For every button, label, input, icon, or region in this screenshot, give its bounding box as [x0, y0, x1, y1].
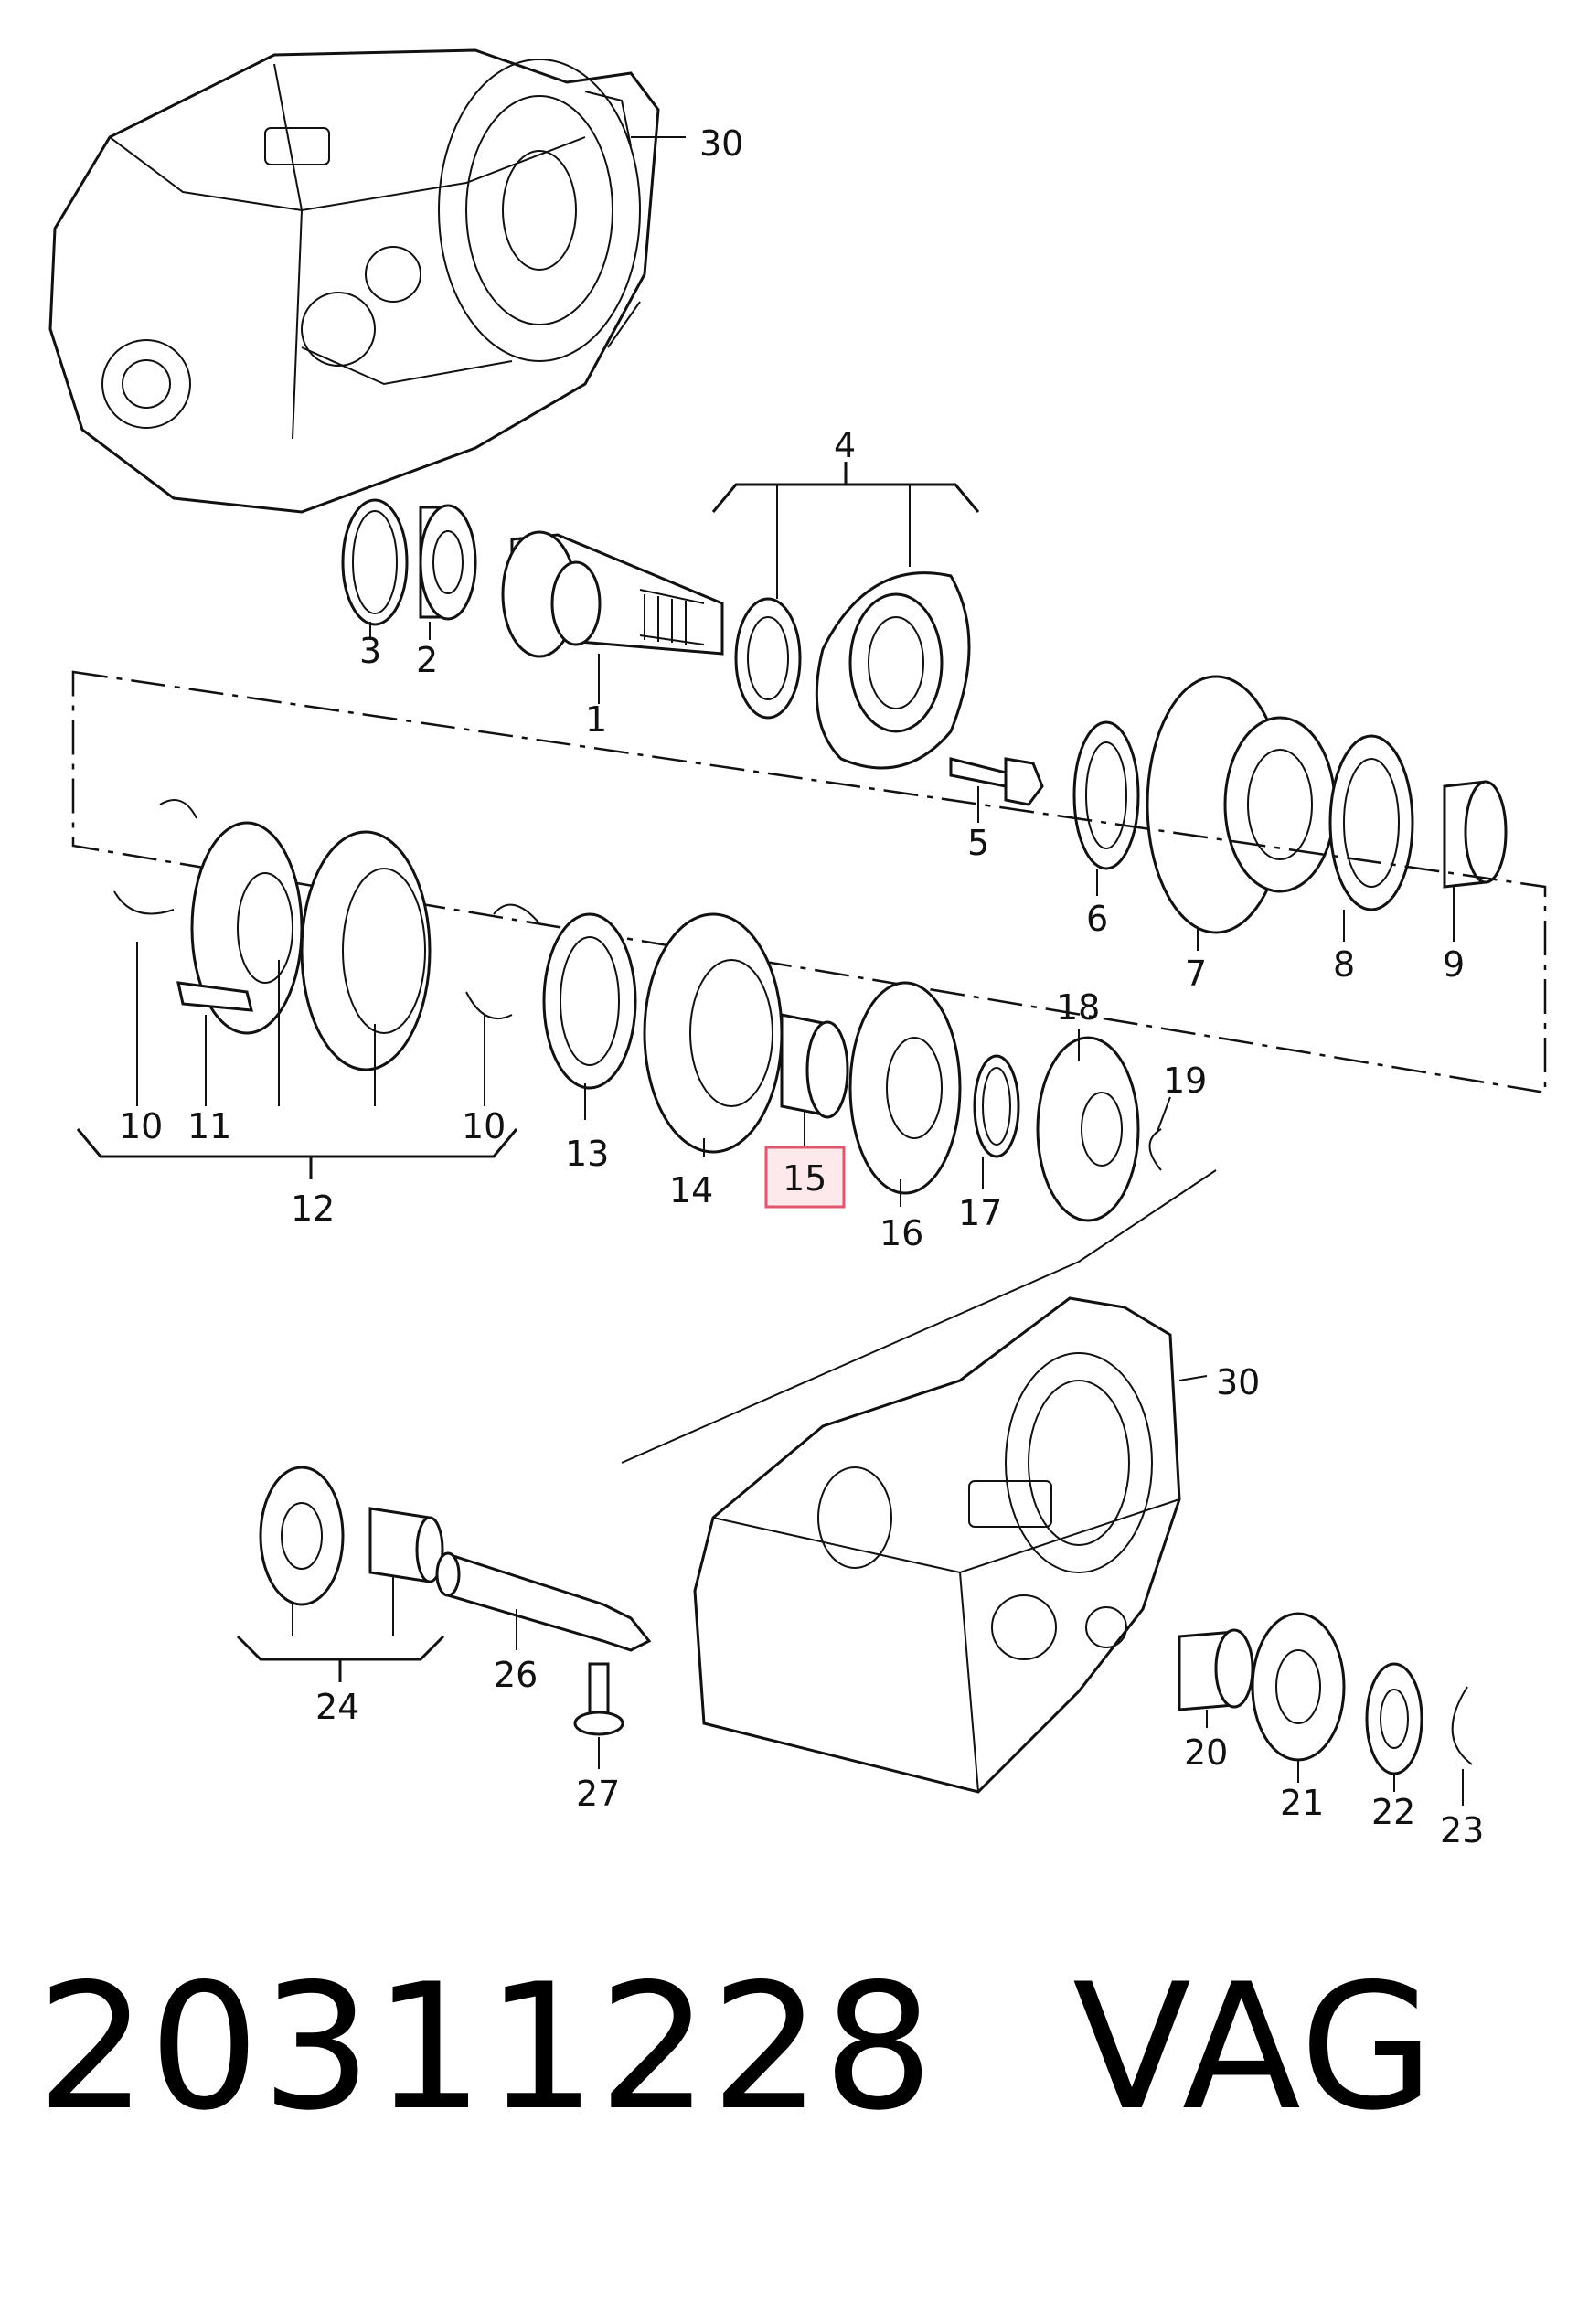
upper-housing: [48, 48, 660, 514]
part-number: 20311228: [37, 1946, 936, 2148]
callout-12: 12: [291, 1189, 335, 1229]
shaft-26: [435, 1551, 652, 1652]
brand-name: VAG: [1072, 1946, 1436, 2148]
bracket-12: [76, 1128, 518, 1179]
bearing-2: [419, 504, 477, 621]
gear-7: [1146, 675, 1337, 934]
callout-3: 3: [359, 631, 381, 671]
callout-20: 20: [1184, 1732, 1228, 1773]
callout-4: 4: [834, 425, 856, 465]
gear-14: [643, 912, 784, 1154]
circlip-17: [973, 1054, 1020, 1158]
callout-15: 15: [783, 1158, 826, 1199]
circlip-19: [1148, 1128, 1162, 1171]
synchro-ring-8: [1328, 734, 1414, 911]
callout-30-top: 30: [699, 123, 743, 164]
callout-27: 27: [576, 1774, 620, 1814]
assembly-frame: [71, 670, 1547, 1094]
callout-1: 1: [585, 699, 607, 740]
callout-26: 26: [494, 1655, 538, 1695]
thrust-washer-6: [1072, 720, 1140, 870]
callout-9: 9: [1443, 944, 1465, 985]
callout-14: 14: [669, 1170, 713, 1210]
callout-10-right: 10: [462, 1106, 506, 1146]
callout-7: 7: [1185, 954, 1207, 994]
circlip-10-right: [465, 903, 540, 1019]
callout-2: 2: [416, 640, 438, 680]
callout-24: 24: [315, 1687, 359, 1727]
gear-21: [1251, 1612, 1346, 1762]
callout-30-bottom: 30: [1216, 1362, 1260, 1402]
gear-16: [848, 981, 962, 1195]
callout-10-left: 10: [119, 1106, 163, 1146]
callout-16: 16: [880, 1213, 923, 1253]
key-11: [176, 981, 253, 1012]
gear-24a: [259, 1466, 345, 1606]
bolt-27: [573, 1662, 624, 1736]
synchro-ring-13: [542, 912, 637, 1090]
washer-22: [1365, 1662, 1423, 1775]
gear-18: [1036, 1036, 1140, 1222]
callout-19: 19: [1163, 1061, 1207, 1101]
callout-labels: 30 4 3 2 1 5 6 7 8 9 18 19 10 11 10 13 1…: [119, 123, 1484, 1850]
bracket-4: [711, 462, 980, 513]
leader-lines: [136, 136, 1464, 1806]
bearing-plate-4: [734, 571, 971, 770]
callout-11: 11: [187, 1106, 231, 1146]
needle-bearing-15: [780, 1013, 849, 1119]
bracket-24: [236, 1635, 445, 1682]
callout-21: 21: [1280, 1783, 1324, 1823]
callout-5: 5: [967, 823, 989, 863]
callout-13: 13: [565, 1134, 609, 1174]
bushing-24b: [368, 1507, 444, 1583]
guide-line-lower: [621, 1169, 1217, 1464]
circlip-3: [341, 498, 409, 626]
needle-bearing-20: [1178, 1628, 1254, 1711]
synchro-hub-12: [190, 821, 432, 1071]
callout-23: 23: [1440, 1810, 1484, 1850]
highlight-box-15: [764, 1146, 846, 1209]
callout-6: 6: [1086, 899, 1108, 939]
circlip-23: [1451, 1686, 1473, 1765]
lower-housing: [693, 1296, 1181, 1794]
callout-17: 17: [958, 1193, 1002, 1233]
bolt-5: [949, 757, 1044, 806]
circlip-10-left: [113, 799, 197, 915]
callout-8: 8: [1333, 944, 1355, 985]
input-shaft-1: [501, 530, 724, 658]
footer-caption: 20311228 VAG: [37, 1929, 1554, 2167]
callout-22: 22: [1371, 1792, 1415, 1832]
callout-18: 18: [1056, 987, 1100, 1028]
needle-bearing-9: [1443, 780, 1508, 889]
